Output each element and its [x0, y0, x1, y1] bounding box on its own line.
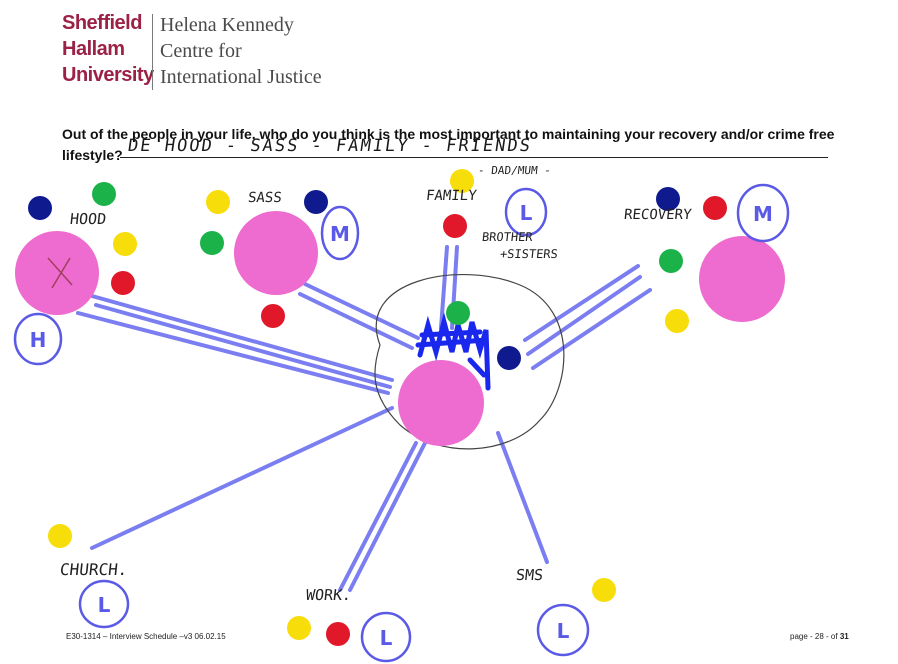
- dot-red: [261, 304, 285, 328]
- label-recovery: RECOVERY: [623, 207, 693, 223]
- scribble-stroke-2: [419, 329, 483, 338]
- dot-green: [446, 301, 470, 325]
- center-outline: [374, 274, 565, 450]
- badge-church-letter: L: [98, 593, 111, 617]
- line-recovery: [523, 264, 640, 342]
- dot-red: [326, 622, 350, 646]
- university-name: Sheffield Hallam University: [62, 12, 154, 86]
- label-sisters: +SISTERS: [499, 247, 559, 261]
- cross-mark-b: [51, 257, 71, 289]
- badge-outline-sms: [536, 603, 590, 657]
- dot-green: [92, 182, 116, 206]
- question-text: Out of the people in your life, who do y…: [62, 126, 835, 163]
- dot-yellow: [48, 524, 72, 548]
- cross-mark: [47, 257, 73, 289]
- line-sass: [303, 282, 420, 340]
- answer-underline: [120, 157, 828, 158]
- line-hood: [90, 294, 394, 382]
- line-recovery-2: [526, 275, 642, 356]
- footer-document-id: E30-1314 – Interview Schedule –v3 06.02.…: [66, 632, 226, 641]
- logo-divider: [152, 14, 153, 90]
- dot-yellow: [450, 169, 474, 193]
- badge-outline-church: [78, 579, 130, 629]
- badge-sass-letter: M: [330, 222, 350, 246]
- label-family: FAMILY: [425, 188, 478, 204]
- dot-yellow: [287, 616, 311, 640]
- badge-outline-work: [360, 611, 412, 663]
- cross-mark-a: [47, 257, 73, 286]
- line-recovery-3: [531, 288, 652, 370]
- badge-outline-recovery: [736, 183, 790, 243]
- label-work: WORK.: [305, 586, 353, 604]
- footer-page-number: page - 28 - of 31: [790, 632, 849, 641]
- dot-green: [200, 231, 224, 255]
- badge-outline-hood: [13, 312, 63, 366]
- badge-sms-letter: L: [557, 619, 570, 643]
- dot-yellow: [592, 578, 616, 602]
- scribble-stroke-1: [415, 337, 489, 348]
- line-family: [439, 245, 449, 330]
- dot-navy: [497, 346, 521, 370]
- label-hood: HOOD: [69, 210, 108, 228]
- line-sass-2: [298, 292, 414, 350]
- label-sms: SMS: [515, 566, 545, 584]
- dot-yellow: [113, 232, 137, 256]
- dot-red: [111, 271, 135, 295]
- dot-red: [443, 214, 467, 238]
- dot-green: [659, 249, 683, 273]
- badge-recovery-letter: M: [753, 202, 773, 226]
- badge-hood-letter: H: [30, 328, 47, 352]
- circle-sass: [234, 211, 318, 295]
- label-sass: SASS: [247, 190, 283, 206]
- badge-letters: H M L M L L L: [30, 201, 773, 650]
- line-hood-2: [76, 311, 390, 395]
- dot-navy: [304, 190, 328, 214]
- badge-outline-family: [504, 187, 548, 237]
- badge-family-letter: L: [520, 201, 533, 225]
- dots: [28, 169, 727, 646]
- dot-red: [703, 196, 727, 220]
- line-hood-3: [94, 303, 392, 389]
- circle-hood: [15, 231, 99, 315]
- label-dad-mum: - DAD/MUM -: [477, 164, 552, 177]
- centre-name: Helena Kennedy Centre for International …: [160, 14, 322, 88]
- circle-recovery: [699, 236, 785, 322]
- circle-center: [398, 360, 484, 446]
- line-church: [90, 406, 394, 550]
- badge-work-letter: L: [380, 626, 393, 650]
- badge-outline-sass: [320, 205, 360, 261]
- dot-yellow: [665, 309, 689, 333]
- label-brother: BROTHER: [481, 230, 534, 244]
- line-work: [338, 441, 418, 592]
- label-church: CHURCH.: [59, 560, 129, 579]
- dot-navy: [656, 187, 680, 211]
- line-sms: [496, 431, 549, 564]
- scribble-stroke-3: [467, 357, 487, 378]
- connection-lines: [76, 245, 652, 592]
- line-work-2: [348, 441, 427, 592]
- badge-outlines: [13, 183, 790, 663]
- dot-navy: [28, 196, 52, 220]
- dot-yellow: [206, 190, 230, 214]
